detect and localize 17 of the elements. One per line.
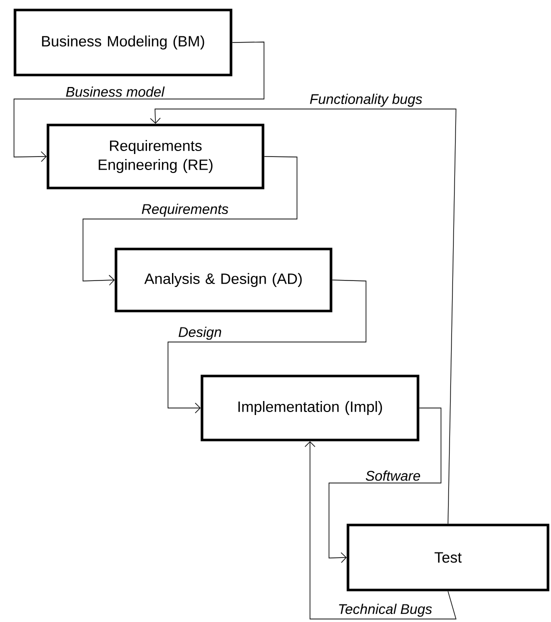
edge-label: Business model: [64, 86, 166, 98]
edge-label: Software: [364, 470, 422, 482]
arrow: [304, 441, 456, 620]
arrow: [168, 280, 366, 414]
edge-label: Requirements: [140, 202, 230, 218]
arrow: [150, 108, 456, 524]
process-box: Implementation (Impl): [200, 374, 420, 442]
arrow: [82, 156, 298, 286]
arrow: [328, 408, 442, 563]
process-box: Analysis & Design (AD): [114, 248, 332, 312]
edge-label: Functionality bugs: [308, 92, 424, 108]
edge-label: Design: [177, 326, 223, 341]
arrow: [14, 42, 264, 162]
edge-label: Technical Bugs: [336, 602, 434, 618]
process-box: Requirements Engineering (RE): [46, 124, 264, 190]
process-box: Business Modeling (BM): [14, 8, 232, 76]
process-box: Test: [346, 524, 550, 592]
